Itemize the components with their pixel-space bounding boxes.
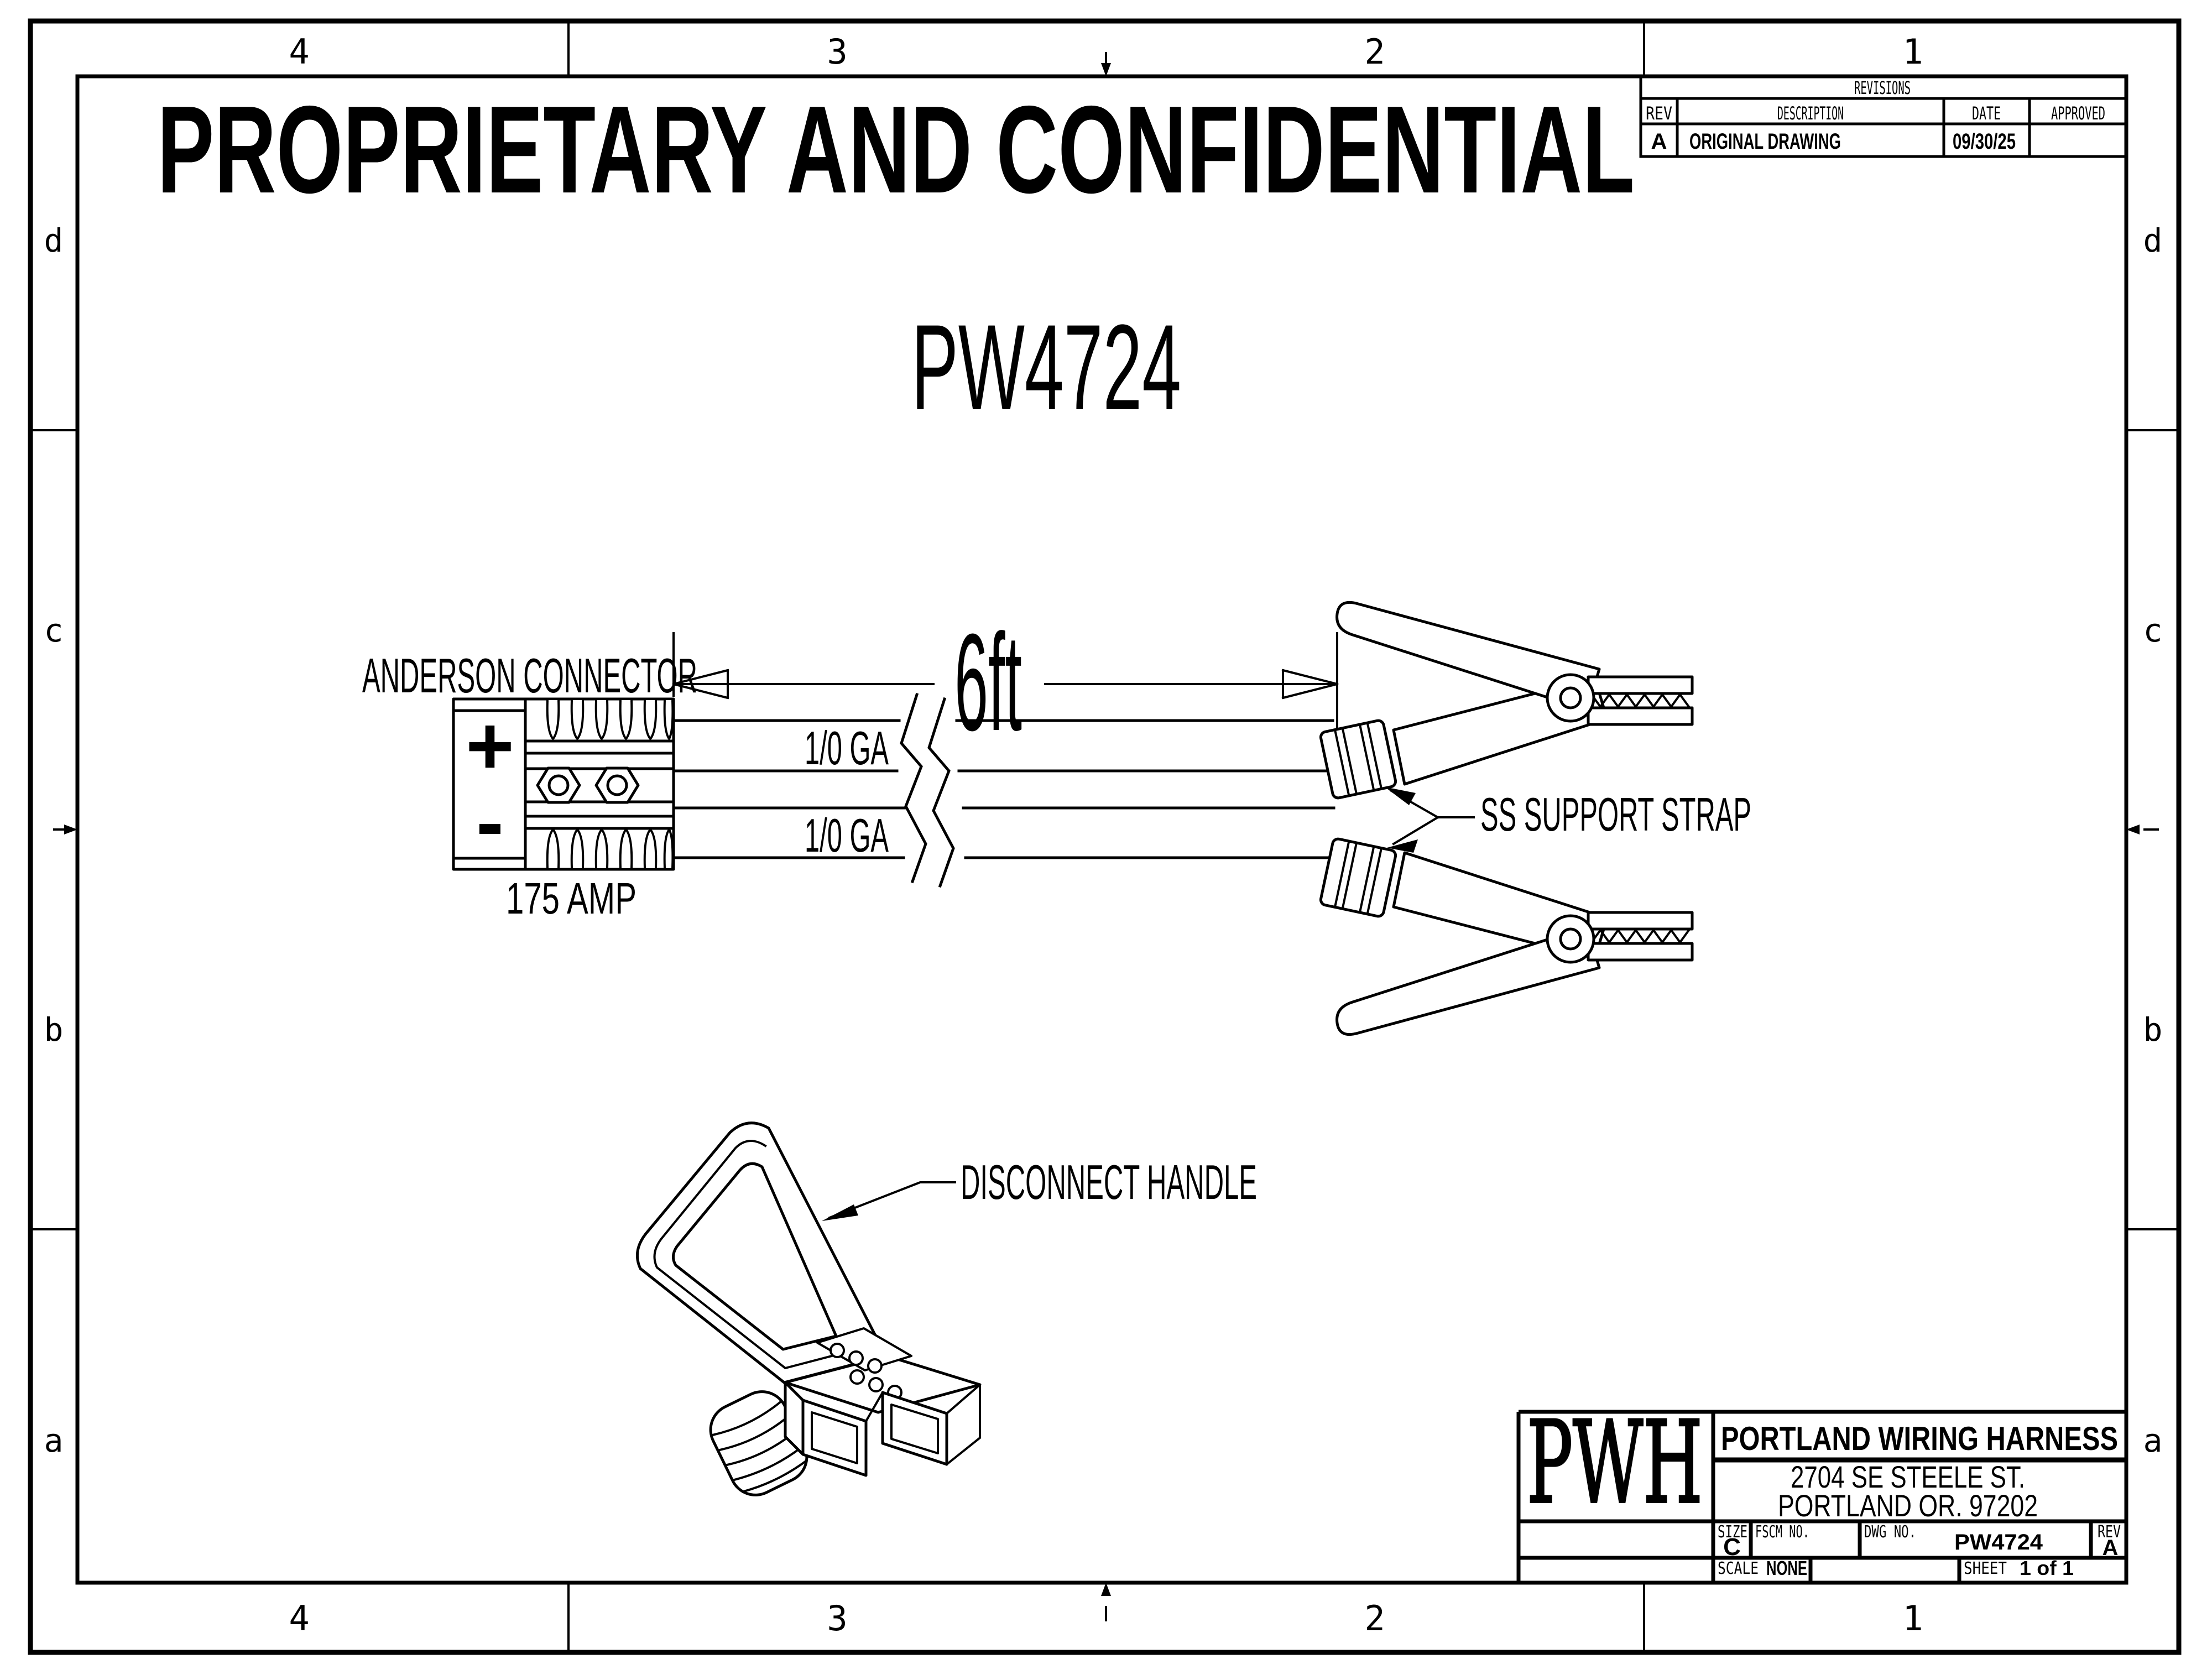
dwg-label: DWG NO. — [1864, 1522, 1916, 1542]
connector-bolt-section — [524, 752, 675, 830]
alligator-clamp-upper — [1319, 601, 1694, 800]
bolt-hole-right — [606, 774, 628, 796]
zone-row-right-b: b — [2143, 1011, 2163, 1048]
zone-row-left-a: a — [44, 1422, 64, 1459]
zone-row-left-c: c — [44, 612, 64, 649]
zone-col-bottom-2: 2 — [1364, 1598, 1385, 1639]
zone-col-bottom-4: 4 — [289, 1598, 309, 1639]
length-dimension: 6ft — [672, 605, 1339, 759]
zone-col-bottom-1: 1 — [1902, 1598, 1923, 1639]
strap-label: SS SUPPORT STRAP — [1480, 789, 1751, 841]
sheet-value: 1 of 1 — [2020, 1557, 2074, 1579]
wire-gauge-upper-label: 1/0 GA — [805, 722, 889, 775]
zone-row-right-c: c — [2143, 612, 2163, 649]
port-b-opening — [890, 1404, 939, 1454]
handle-loop-contour — [653, 1139, 863, 1370]
revisions-table: REVISIONS REV DESCRIPTION DATE APPROVED … — [1639, 75, 2128, 158]
revisions-col-date: DATE — [1972, 103, 2001, 124]
support-strap-boot — [1319, 719, 1397, 800]
company-logo: PWH — [1527, 1397, 1703, 1529]
support-strap — [1319, 719, 1397, 800]
strap-leader-arrow-lower — [1387, 839, 1418, 853]
zone-col-top-1: 1 — [1902, 32, 1923, 72]
bolt-hole-left — [547, 774, 570, 796]
zone-row-right-d: d — [2143, 222, 2163, 259]
zone-row-left-d: d — [44, 222, 64, 259]
wire-gauge-lower-label: 1/0 GA — [805, 810, 889, 862]
strap-callout: SS SUPPORT STRAP — [1385, 787, 1751, 853]
scale-label: SCALE — [1718, 1559, 1759, 1578]
port-a-opening — [811, 1411, 858, 1464]
length-dimension-value: 6ft — [954, 605, 1022, 759]
zone-col-top-3: 3 — [827, 32, 847, 72]
cable-break-symbol-left — [900, 692, 927, 884]
polarity-positive-mark: + — [466, 699, 514, 792]
handle-port-housings — [784, 1381, 982, 1477]
company-address-line2: PORTLAND OR. 97202 — [1778, 1488, 2038, 1523]
rev-label: REV — [2098, 1522, 2121, 1542]
handle-callout: DISCONNECT HANDLE — [822, 1155, 1257, 1221]
size-value: C — [1723, 1533, 1741, 1561]
zone-row-right-a: a — [2143, 1422, 2163, 1459]
clamp-jaw-lower-plate — [1587, 706, 1694, 726]
connector-top-ribs — [524, 700, 675, 743]
alligator-clamp-lower — [1320, 838, 1692, 1034]
connector-bottom-ribs — [546, 828, 674, 869]
connector-end-cap — [452, 697, 527, 871]
zone-col-top-2: 2 — [1364, 32, 1385, 72]
revision-rev-value: A — [1651, 129, 1667, 154]
revisions-col-rev: REV — [1646, 103, 1672, 124]
revisions-col-approved: APPROVED — [2051, 103, 2105, 124]
company-address-line1: 2704 SE STEELE ST. — [1791, 1459, 2025, 1494]
dimension-arrow-right — [1281, 669, 1339, 700]
cables — [672, 692, 1338, 888]
zone-row-left-b: b — [44, 1011, 64, 1048]
support-strap-bands — [1334, 722, 1383, 796]
handle-leader-arrow — [822, 1204, 858, 1221]
revision-description-value: ORIGINAL DRAWING — [1689, 129, 1841, 154]
company-name: PORTLAND WIRING HARNESS — [1721, 1420, 2118, 1457]
disconnect-handle-view — [635, 1121, 982, 1496]
revision-date-value: 09/30/25 — [1953, 129, 2016, 154]
clamp-jaw-teeth — [1590, 692, 1691, 709]
sheet-label: SHEET — [1964, 1559, 2007, 1578]
polarity-negative-mark: - — [476, 775, 504, 868]
handle-leader-line — [828, 1181, 956, 1219]
dimension-arrow-left — [672, 669, 729, 700]
revisions-title: REVISIONS — [1854, 77, 1911, 98]
scale-value: NONE — [1766, 1557, 1807, 1579]
center-marks — [53, 52, 2159, 1621]
zone-col-top-4: 4 — [289, 32, 309, 72]
title-block: PWH PORTLAND WIRING HARNESS 2704 SE STEE… — [1516, 1396, 2126, 1583]
sleeve-ribs — [711, 1400, 808, 1493]
sheet-border: 4 3 2 1 4 3 2 1 d c b a d c b a — [28, 18, 2182, 1655]
size-label: SIZE — [1718, 1522, 1747, 1542]
revisions-table-grid — [1639, 75, 2128, 158]
revisions-col-description: DESCRIPTION — [1777, 103, 1844, 124]
strap-leader-arrow-upper — [1385, 787, 1416, 805]
fscm-label: FSCM NO. — [1755, 1522, 1809, 1542]
clamp-handle — [1335, 601, 1601, 712]
cable-break-symbol-right — [927, 697, 955, 888]
zone-ticks — [29, 20, 2180, 1653]
outer-border — [28, 18, 2182, 1655]
clamp-jaw-upper-plate — [1587, 675, 1694, 695]
anderson-connector: + - — [452, 697, 675, 871]
proprietary-notice: PROPRIETARY AND CONFIDENTIAL — [157, 80, 1635, 219]
dwg-value: PW4724 — [1954, 1530, 2043, 1554]
rev-value: A — [2103, 1536, 2119, 1560]
zone-labels: 4 3 2 1 4 3 2 1 d c b a d c b a — [44, 32, 2163, 1639]
clamp-pivot-rivet — [1559, 686, 1582, 709]
zone-col-bottom-3: 3 — [827, 1598, 847, 1639]
title-block-grid — [1516, 1410, 2126, 1583]
part-number-title: PW4724 — [911, 299, 1181, 435]
revision-row: A ORIGINAL DRAWING 09/30/25 — [1651, 129, 2016, 154]
handle-loop-hole — [672, 1162, 838, 1351]
port-edges — [864, 1383, 982, 1466]
handle-label: DISCONNECT HANDLE — [961, 1155, 1257, 1209]
connector-label: ANDERSON CONNECTOR — [362, 648, 697, 703]
connector-rating-label: 175 AMP — [506, 874, 637, 923]
